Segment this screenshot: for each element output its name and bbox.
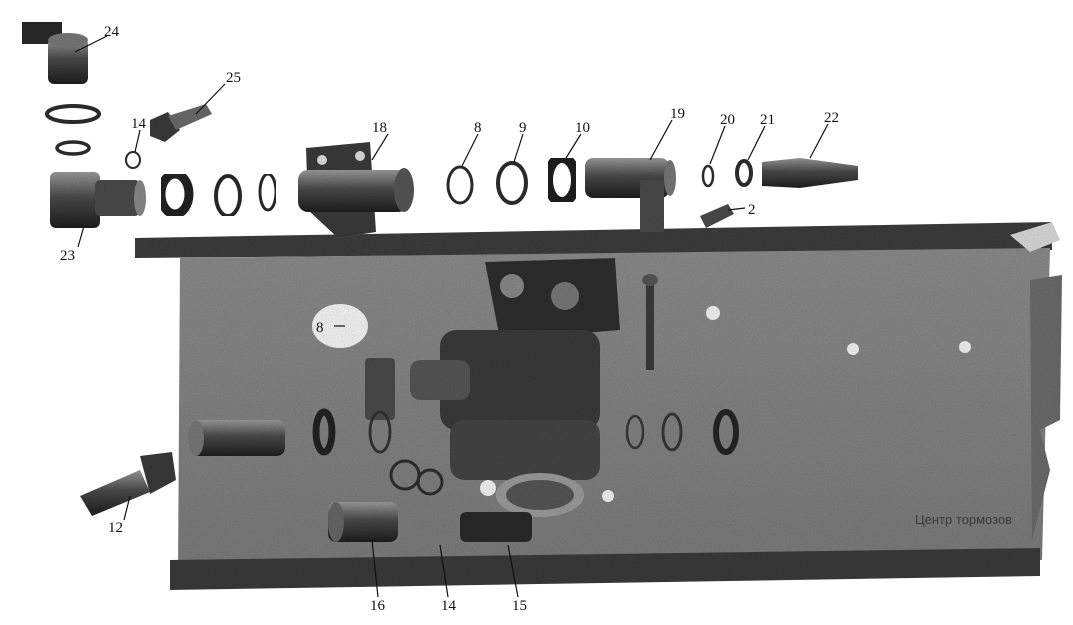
leader-2 — [727, 207, 746, 211]
frame-fitting-left — [188, 358, 395, 456]
leader-14a — [134, 129, 141, 153]
callout-labels: 24 25 14 18 8 9 10 19 20 21 22 2 23 12 1… — [60, 24, 1012, 614]
frame-caption: Центр тормозов — [915, 512, 1012, 527]
leader-15 — [507, 544, 519, 598]
leader-lines — [74, 35, 829, 598]
leader-12 — [123, 495, 131, 521]
callout-14-bottom: 14 — [441, 598, 457, 614]
leader-24 — [74, 35, 108, 53]
callout-25: 25 — [226, 70, 241, 86]
callout-21: 21 — [760, 112, 775, 128]
leader-22 — [809, 123, 829, 159]
part-10-sleeve — [543, 153, 581, 207]
part-19-tee — [585, 158, 676, 232]
callout-8-inner: 8 — [316, 320, 324, 336]
part-9-ring — [496, 161, 528, 205]
leader-14b — [439, 544, 449, 598]
leader-25 — [195, 83, 226, 115]
part-8-ring — [446, 165, 474, 205]
leader-23 — [77, 225, 85, 248]
callout-16: 16 — [370, 598, 386, 614]
part-22-nozzle — [762, 158, 858, 188]
callout-2: 2 — [748, 202, 756, 218]
part-25-bolt — [150, 104, 212, 142]
part-23-elbow — [50, 172, 146, 228]
part-2-pin — [700, 204, 734, 228]
callout-8: 8 — [474, 120, 482, 136]
ring-set-left — [156, 169, 278, 219]
part-12-bolt — [80, 452, 176, 516]
callout-19: 19 — [670, 106, 685, 122]
leader-18 — [371, 133, 389, 161]
callout-18: 18 — [372, 120, 387, 136]
callout-10: 10 — [575, 120, 590, 136]
washer-upper-left-2 — [55, 140, 91, 156]
callout-20: 20 — [720, 112, 735, 128]
callout-23: 23 — [60, 248, 75, 264]
callout-12: 12 — [108, 520, 123, 536]
leader-21 — [747, 125, 766, 161]
leader-8 — [461, 133, 479, 167]
part-14-ring-lower — [389, 459, 444, 496]
washer-upper-left-1 — [45, 104, 101, 124]
part-21-ring — [735, 159, 753, 187]
callout-22: 22 — [824, 110, 839, 126]
leader-16 — [371, 539, 379, 598]
leader-9 — [513, 133, 524, 163]
part-18-bracket — [298, 142, 414, 238]
leader-20 — [709, 125, 726, 165]
part-20-ring — [701, 164, 715, 188]
leader-19 — [649, 119, 673, 161]
callout-14-top: 14 — [131, 116, 147, 132]
part-14-ring-top — [125, 151, 141, 169]
frame-rings-right — [625, 409, 739, 455]
part-24-fitting — [22, 22, 88, 84]
callout-24: 24 — [104, 24, 120, 40]
frame-rail — [135, 222, 1062, 590]
leader-10 — [565, 133, 582, 159]
part-16-fitting — [328, 502, 398, 542]
central-valve-assembly — [410, 258, 658, 542]
callout-15: 15 — [512, 598, 527, 614]
callout-9: 9 — [519, 120, 527, 136]
